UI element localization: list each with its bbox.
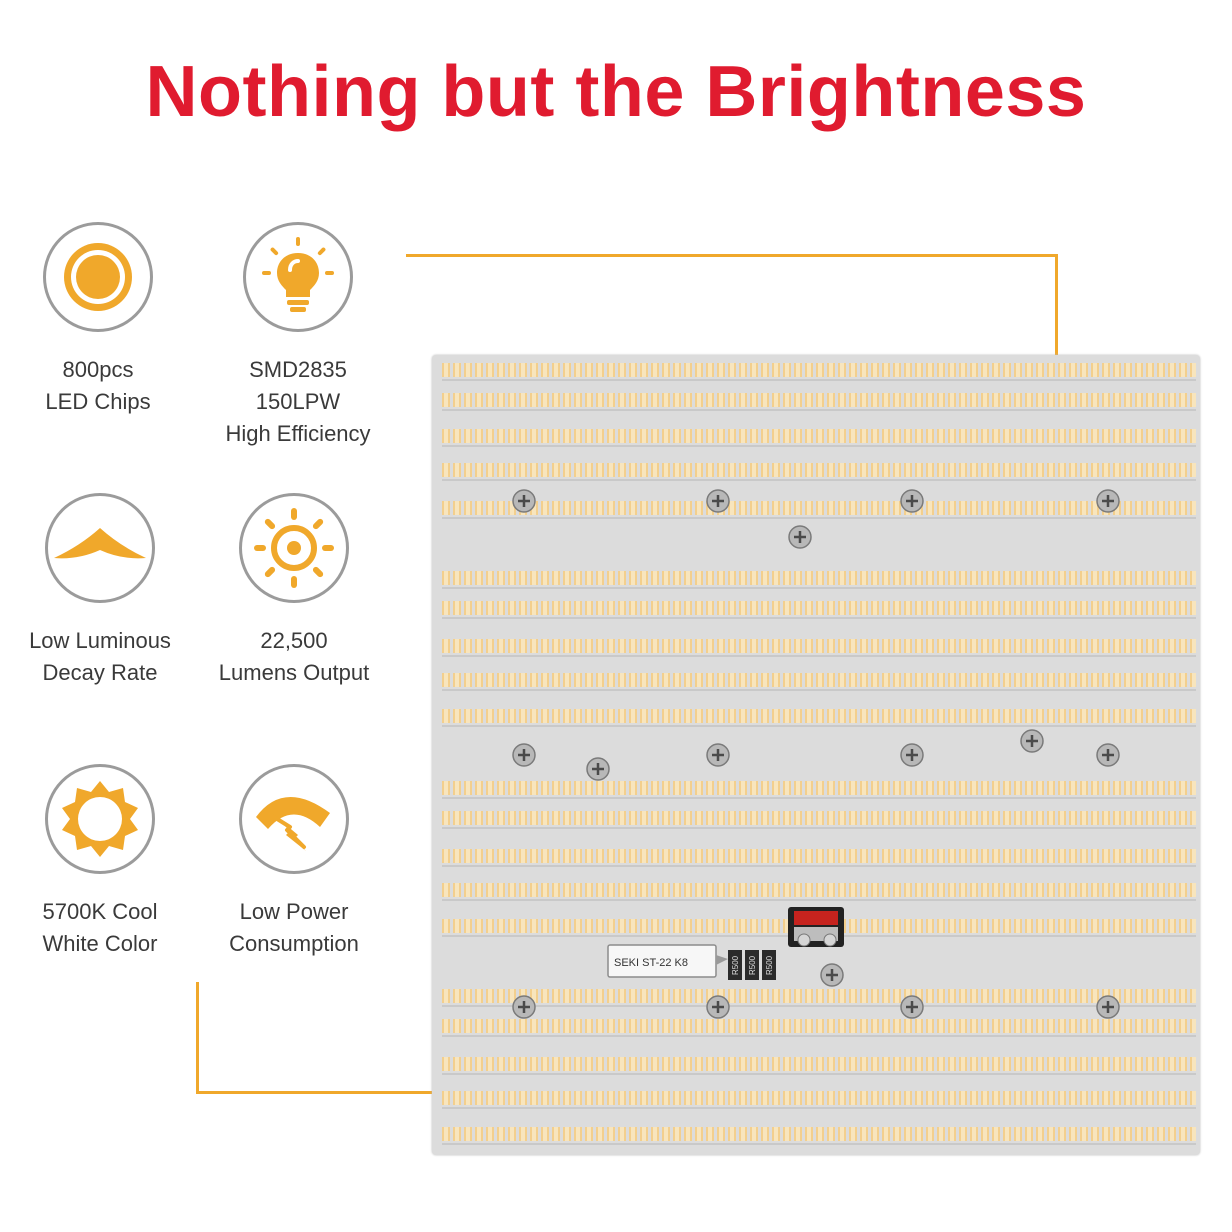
trace-line (442, 1143, 1196, 1145)
trace-line (442, 725, 1196, 727)
feature-decay-rate: Low Luminous Decay Rate (0, 493, 200, 689)
power-gauge-icon (256, 796, 330, 851)
resistor-label: R500 (731, 955, 740, 975)
led-row (442, 811, 1196, 825)
trace-line (442, 797, 1196, 799)
led-row (442, 709, 1196, 723)
led-row (442, 463, 1196, 477)
screw-slot (518, 495, 530, 507)
trace-line (442, 1035, 1196, 1037)
led-row (442, 883, 1196, 897)
led-board-svg: SEKI ST-22 K8 R500 R500 R500 (442, 363, 1196, 1145)
led-row (442, 1057, 1196, 1071)
feature-color-temp: 5700K Cool White Color (0, 764, 200, 960)
led-row (442, 501, 1196, 515)
led-row (442, 1019, 1196, 1033)
connector-line-top (406, 254, 1058, 257)
feature-icon-ring (239, 493, 349, 603)
sun-badge-icon (62, 781, 138, 857)
trace-line (442, 409, 1196, 411)
screw-slot (1102, 749, 1114, 761)
trace-line (442, 517, 1196, 519)
screw-slot (712, 495, 724, 507)
led-row (442, 673, 1196, 687)
feature-led-chips: 800pcs LED Chips (0, 222, 198, 418)
led-row (442, 639, 1196, 653)
feature-label: SMD2835 150LPW High Efficiency (225, 357, 371, 446)
resistor-label: R500 (765, 955, 774, 975)
sun-disc-icon (64, 243, 132, 311)
resistors: R500 R500 R500 (728, 950, 776, 980)
feature-label: 800pcs LED Chips (45, 357, 151, 414)
screw-slot (1026, 735, 1038, 747)
feature-power: Low Power Consumption (194, 764, 394, 960)
trace-line (442, 655, 1196, 657)
led-rows (442, 363, 1196, 1145)
feature-icon-ring (45, 764, 155, 874)
trace-line (442, 445, 1196, 447)
power-connector (788, 907, 844, 947)
feature-label: 5700K Cool White Color (42, 899, 158, 956)
connector-line-right (1055, 254, 1058, 356)
screw-slot (1102, 495, 1114, 507)
feature-icon-ring (243, 222, 353, 332)
trace-line (442, 827, 1196, 829)
feature-icon-ring (43, 222, 153, 332)
thermostat-label: SEKI ST-22 K8 (614, 957, 688, 969)
screw-slot (906, 1001, 918, 1013)
led-row (442, 1091, 1196, 1105)
feature-efficiency: SMD2835 150LPW High Efficiency (198, 222, 398, 450)
led-row (442, 429, 1196, 443)
screw-slot (518, 749, 530, 761)
led-row (442, 363, 1196, 377)
feature-icon-ring (239, 764, 349, 874)
led-row (442, 571, 1196, 585)
screw-slot (794, 531, 806, 543)
screw-slot (518, 1001, 530, 1013)
feature-label: Low Power Consumption (229, 899, 359, 956)
led-board: SEKI ST-22 K8 R500 R500 R500 (432, 355, 1200, 1155)
led-row (442, 849, 1196, 863)
trace-line (442, 587, 1196, 589)
resistor-label: R500 (748, 955, 757, 975)
led-row (442, 781, 1196, 795)
trace-line (442, 865, 1196, 867)
screw-slot (592, 763, 604, 775)
feature-label: 22,500 Lumens Output (218, 628, 370, 685)
feature-lumens: 22,500 Lumens Output (194, 493, 394, 689)
feature-label: Low Luminous Decay Rate (29, 628, 171, 685)
trace-line (442, 379, 1196, 381)
screw-slot (826, 969, 838, 981)
feature-icon-ring (45, 493, 155, 603)
thermostat-component: SEKI ST-22 K8 (607, 944, 728, 978)
trace-line (442, 899, 1196, 901)
led-row (442, 1127, 1196, 1141)
trace-line (442, 1005, 1196, 1007)
screws (512, 489, 1120, 1019)
tent-roof-icon (54, 528, 146, 559)
led-row (442, 601, 1196, 615)
screw-slot (906, 749, 918, 761)
lightbulb-icon (262, 237, 334, 312)
sun-rays-icon (254, 508, 334, 588)
trace-line (442, 689, 1196, 691)
screw-slot (1102, 1001, 1114, 1013)
trace-line (442, 479, 1196, 481)
screw-slot (906, 495, 918, 507)
screw-slot (712, 749, 724, 761)
connector-line-bottom (196, 1091, 432, 1094)
connector-line-left (196, 982, 199, 1094)
led-row (442, 393, 1196, 407)
led-row (442, 989, 1196, 1003)
screw-slot (712, 1001, 724, 1013)
trace-line (442, 1107, 1196, 1109)
page-title: Nothing but the Brightness (145, 52, 1087, 132)
trace-line (442, 617, 1196, 619)
trace-line (442, 1073, 1196, 1075)
